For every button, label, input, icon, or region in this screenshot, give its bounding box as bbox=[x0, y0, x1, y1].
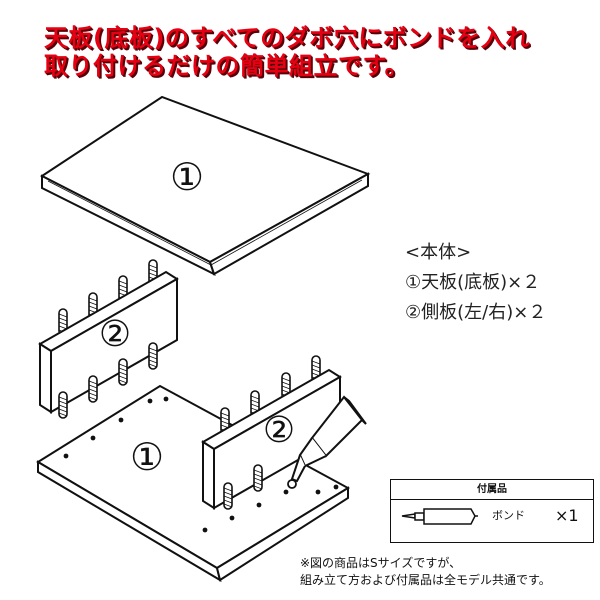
parts-list-item-sides: ②側板(左/右)×２ bbox=[405, 302, 547, 323]
footnote: ※図の商品はSサイズですが、 組み立て方および付属品は全モデル共通です。 bbox=[300, 555, 598, 589]
footnote-line-2: 組み立て方および付属品は全モデル共通です。 bbox=[300, 573, 551, 587]
accessory-quantity: ×1 bbox=[555, 506, 579, 525]
bottom-panel-label: ① bbox=[130, 435, 164, 479]
top-panel-label: ① bbox=[170, 155, 204, 199]
bottom-panel: ① bbox=[36, 384, 351, 583]
accessory-name: ボンド bbox=[492, 509, 525, 522]
side-panel-left: ② bbox=[38, 259, 179, 419]
glue-tube-icon bbox=[401, 508, 478, 525]
side-panel-right-label: ② bbox=[263, 410, 295, 451]
glue-tube-icon bbox=[287, 395, 367, 489]
headline: 天板(底板)のすべてのダボ穴にボンドを入れ 取り付けるだけの簡単組立です。 bbox=[44, 24, 574, 80]
accessories-title: 付属品 bbox=[391, 480, 593, 500]
parts-list-item-top-bottom: ①天板(底板)×２ bbox=[405, 272, 541, 293]
side-panel-left-label: ② bbox=[99, 314, 131, 355]
top-panel: ① bbox=[40, 95, 371, 276]
side-panel-right: ② bbox=[201, 355, 342, 510]
headline-line-1: 天板(底板)のすべてのダボ穴にボンドを入れ bbox=[44, 24, 530, 52]
parts-list: <本体> ①天板(底板)×２ ②側板(左/右)×２ bbox=[405, 238, 590, 328]
footnote-line-1: ※図の商品はSサイズですが、 bbox=[300, 556, 462, 570]
parts-list-title: <本体> bbox=[405, 242, 472, 263]
headline-line-2: 取り付けるだけの簡単組立です。 bbox=[44, 52, 410, 80]
accessories-box: 付属品 ボンド ×1 bbox=[390, 479, 594, 543]
